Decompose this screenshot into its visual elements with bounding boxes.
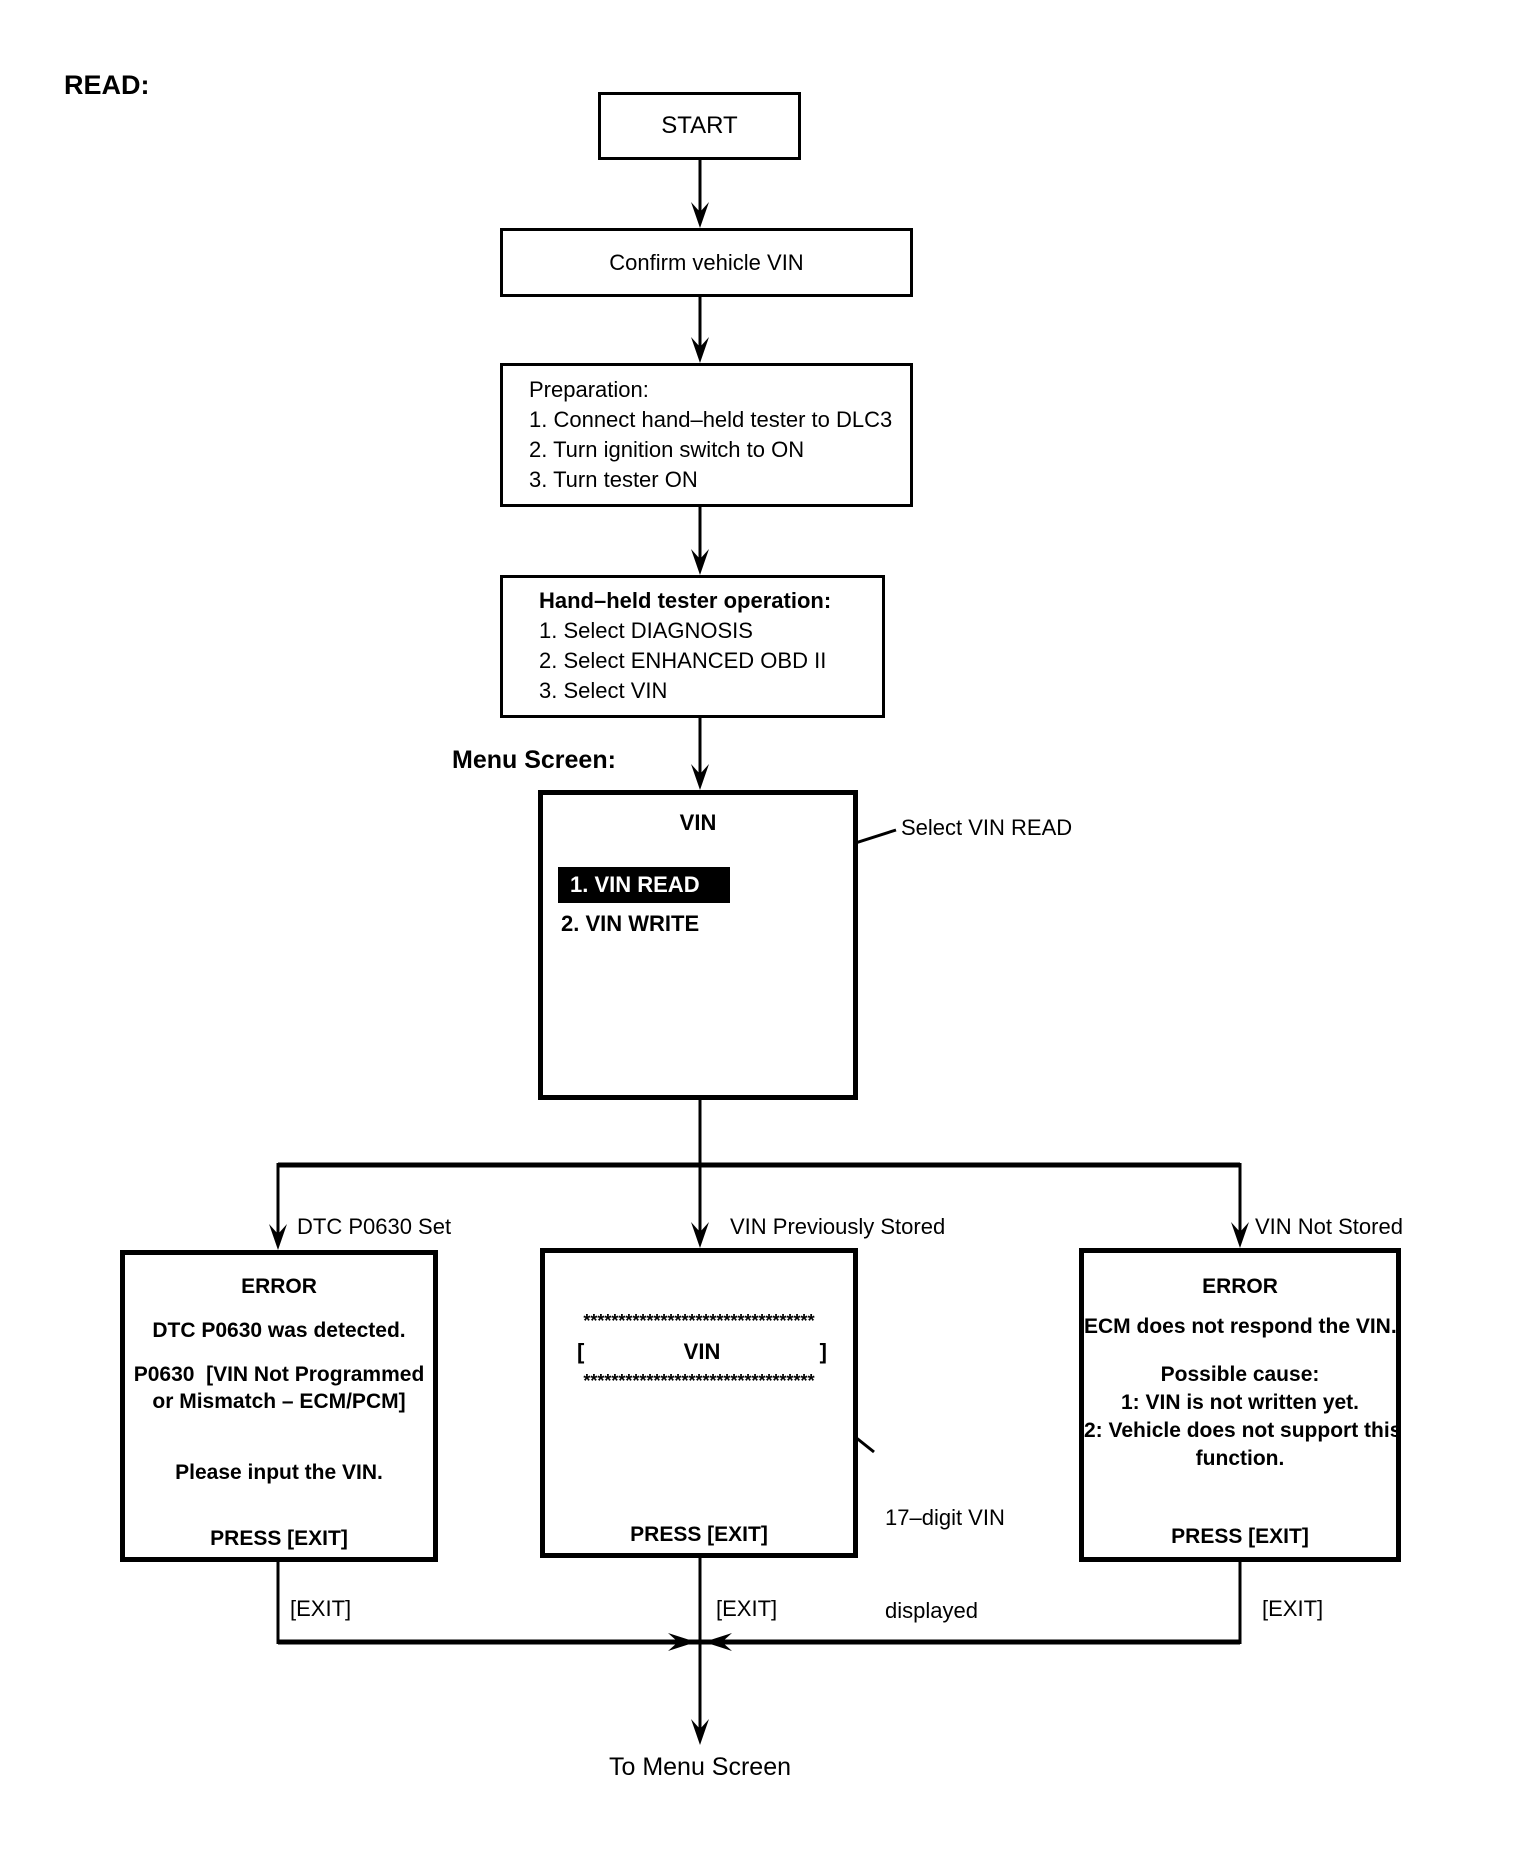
arrow-down-icon — [691, 202, 709, 228]
error-text: Please input the VIN. — [175, 1461, 383, 1484]
error-text: 2: Vehicle does not support this — [1084, 1419, 1402, 1442]
menu-title: VIN — [679, 810, 717, 835]
node-confirm-vin-label: Confirm vehicle VIN — [609, 249, 804, 275]
exit-label: [EXIT] — [290, 1596, 352, 1621]
annotation-select-vin-read: Select VIN READ — [901, 815, 1073, 840]
error-text: or Mismatch – ECM/PCM] — [152, 1390, 406, 1413]
node-preparation: Preparation: 1. Connect hand–held tester… — [500, 363, 913, 507]
menu-screen-heading: Menu Screen: — [452, 746, 616, 774]
node-start: START — [598, 92, 801, 160]
error-text: function. — [1195, 1447, 1285, 1470]
annotation-line: 17–digit VIN — [885, 1505, 1005, 1530]
menu-screen-node: VIN 1. VIN READ 2. VIN WRITE — [538, 790, 858, 1100]
arrow-down-icon — [691, 337, 709, 363]
exit-label: [EXIT] — [716, 1596, 778, 1621]
error-title: ERROR — [241, 1275, 317, 1298]
vin-bracket-row: [ VIN ] — [577, 1339, 827, 1365]
to-menu-screen-label: To Menu Screen — [608, 1753, 792, 1781]
vin-field-label: VIN — [683, 1339, 721, 1364]
error-text: Possible cause: — [1160, 1363, 1320, 1386]
arrow-right-icon — [668, 1633, 696, 1651]
arrow-down-icon — [691, 764, 709, 790]
bracket-close: ] — [819, 1339, 827, 1364]
press-exit-label: PRESS [EXIT] — [210, 1527, 348, 1550]
error-text: DTC P0630 was detected. — [152, 1319, 406, 1342]
arrow-down-icon — [269, 1224, 287, 1250]
branch-label-dtc-p0630-set: DTC P0630 Set — [297, 1214, 452, 1239]
arrow-down-icon — [1231, 1222, 1249, 1248]
menu-item-vin-read: 1. VIN READ — [558, 867, 730, 903]
asterisk-row: ********************************* — [583, 1371, 815, 1391]
preparation-step: 2. Turn ignition switch to ON — [529, 437, 805, 462]
node-start-label: START — [661, 112, 738, 139]
tester-operation-step: 1. Select DIAGNOSIS — [539, 618, 753, 643]
arrow-left-icon — [704, 1633, 732, 1651]
asterisk-row: ********************************* — [583, 1311, 815, 1331]
press-exit-label: PRESS [EXIT] — [1171, 1525, 1309, 1548]
node-confirm-vin: Confirm vehicle VIN — [500, 228, 913, 297]
branch-label-vin-not-stored: VIN Not Stored — [1255, 1214, 1403, 1239]
preparation-step: 3. Turn tester ON — [529, 467, 698, 492]
annotation-line: displayed — [885, 1598, 978, 1623]
error-text: 1: VIN is not written yet. — [1120, 1391, 1360, 1414]
tester-operation-title: Hand–held tester operation: — [539, 588, 832, 613]
error-title: ERROR — [1202, 1275, 1278, 1298]
vin-display-node: ********************************* [ VIN … — [540, 1248, 858, 1558]
tester-operation-step: 3. Select VIN — [539, 678, 668, 703]
error-node-dtc-p0630: ERROR DTC P0630 was detected. P0630 [VIN… — [120, 1250, 438, 1562]
annotation-17-digit-vin: 17–digit VIN displayed — [885, 1440, 1005, 1688]
preparation-step: 1. Connect hand–held tester to DLC3 — [529, 407, 893, 432]
preparation-title: Preparation: — [529, 377, 649, 402]
arrow-down-icon — [691, 1222, 709, 1248]
tester-operation-step: 2. Select ENHANCED OBD II — [539, 648, 827, 673]
bracket-open: [ — [577, 1339, 585, 1364]
node-tester-operation: Hand–held tester operation: 1. Select DI… — [500, 575, 885, 718]
arrow-down-icon — [691, 1719, 709, 1745]
press-exit-label: PRESS [EXIT] — [630, 1523, 768, 1546]
error-text: P0630 [VIN Not Programmed — [133, 1363, 425, 1386]
exit-label: [EXIT] — [1262, 1596, 1324, 1621]
branch-label-vin-previously-stored: VIN Previously Stored — [730, 1214, 946, 1239]
read-heading: READ: — [64, 70, 150, 100]
arrow-down-icon — [691, 549, 709, 575]
error-node-no-response: ERROR ECM does not respond the VIN. Poss… — [1079, 1248, 1401, 1562]
menu-item-vin-write: 2. VIN WRITE — [561, 911, 700, 936]
error-text: ECM does not respond the VIN. — [1084, 1315, 1397, 1338]
